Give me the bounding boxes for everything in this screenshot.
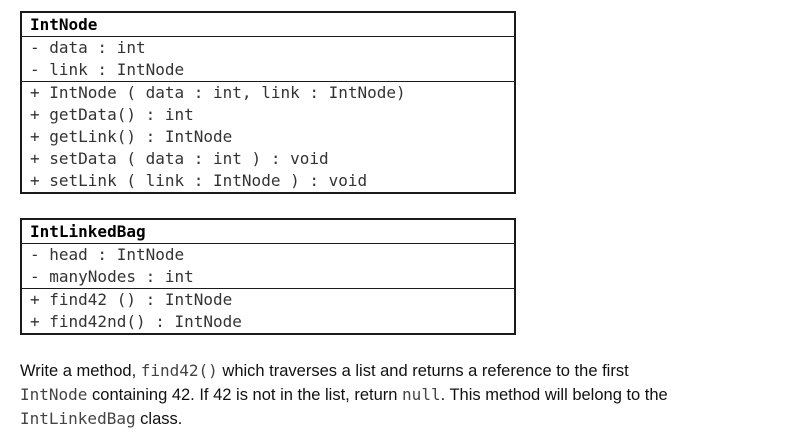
intlinkedbag-attribute: - manyNodes : int bbox=[30, 267, 194, 286]
intlinkedbag-method: + find42 () : IntNode bbox=[30, 290, 233, 309]
intnode-method: + setData ( data : int ) : void bbox=[30, 149, 329, 168]
prompt-text: which traverses a list and returns a ref… bbox=[217, 362, 629, 380]
intnode-attribute: - data : int bbox=[30, 38, 146, 57]
intnode-methods: + IntNode ( data : int, link : IntNode) … bbox=[22, 82, 514, 192]
problem-statement: Write a method, find42() which traverses… bbox=[20, 359, 790, 431]
intnode-attributes: - data : int - link : IntNode bbox=[22, 37, 514, 82]
intnode-class-name: IntNode bbox=[22, 13, 514, 37]
intnode-class-box: IntNode - data : int - link : IntNode + … bbox=[20, 11, 516, 194]
prompt-text: Write a method, bbox=[20, 362, 141, 380]
intlinkedbag-attributes: - head : IntNode - manyNodes : int bbox=[22, 244, 514, 289]
prompt-code-null: null bbox=[402, 385, 441, 404]
prompt-text: . This method will belong to the bbox=[440, 386, 668, 404]
intlinkedbag-class-box: IntLinkedBag - head : IntNode - manyNode… bbox=[20, 218, 516, 335]
prompt-text: class. bbox=[135, 410, 183, 428]
prompt-text: containing 42. If 42 is not in the list,… bbox=[87, 386, 403, 404]
intlinkedbag-attribute: - head : IntNode bbox=[30, 245, 185, 264]
intlinkedbag-methods: + find42 () : IntNode + find42nd() : Int… bbox=[22, 289, 514, 333]
intnode-method: + getLink() : IntNode bbox=[30, 127, 233, 146]
intlinkedbag-method: + find42nd() : IntNode bbox=[30, 312, 242, 331]
intnode-method: + setLink ( link : IntNode ) : void bbox=[30, 171, 368, 190]
prompt-code-method: find42() bbox=[140, 361, 218, 380]
intnode-method: + IntNode ( data : int, link : IntNode) bbox=[30, 83, 406, 102]
intnode-method: + getData() : int bbox=[30, 105, 194, 124]
prompt-code-intnode: IntNode bbox=[20, 385, 88, 404]
prompt-code-intlinkedbag: IntLinkedBag bbox=[20, 409, 136, 428]
intnode-attribute: - link : IntNode bbox=[30, 60, 185, 79]
intlinkedbag-class-name: IntLinkedBag bbox=[22, 220, 514, 244]
